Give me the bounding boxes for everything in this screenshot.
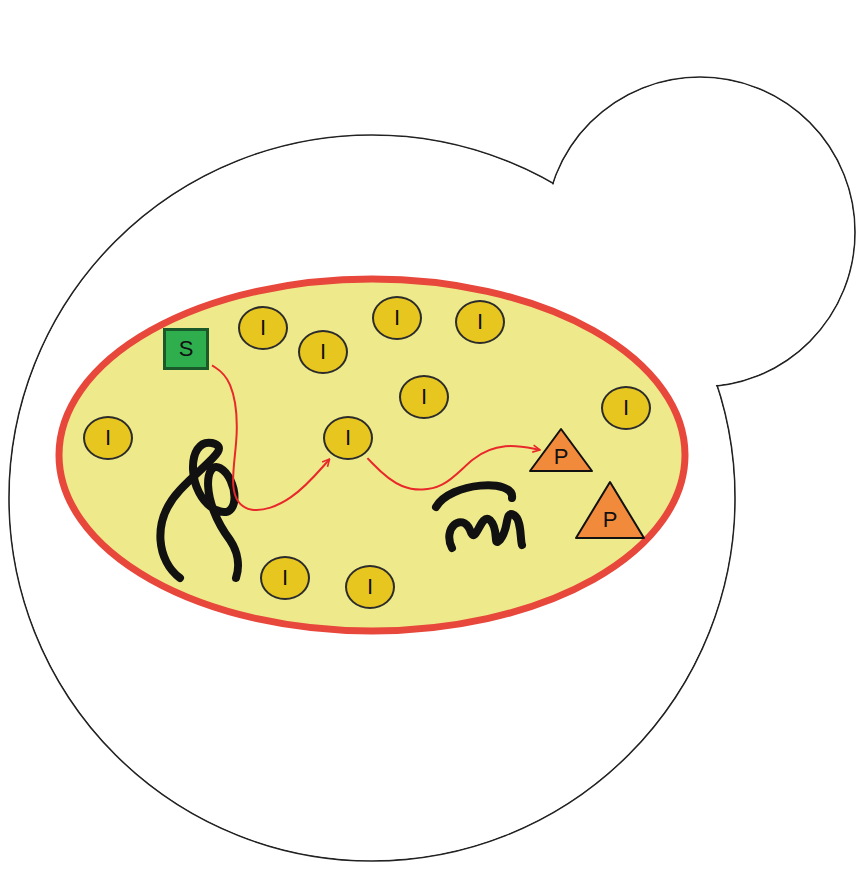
node-label: I <box>240 308 286 348</box>
node-label: I <box>603 388 649 428</box>
node-label: I <box>325 418 371 458</box>
node-label: P <box>575 481 645 534</box>
reaction-arrow <box>212 365 330 510</box>
node-label: S <box>166 331 206 367</box>
node-label: I <box>85 418 131 458</box>
intermediate-circle: I <box>399 375 449 419</box>
node-label: I <box>300 332 346 372</box>
triangle-shape <box>530 429 592 471</box>
triangle-shape <box>576 482 644 538</box>
intermediate-circle: I <box>323 416 373 460</box>
node-label: I <box>347 567 393 607</box>
substrate-square: S <box>163 328 209 370</box>
intermediate-circle: I <box>345 565 395 609</box>
intermediate-circle: I <box>372 296 422 340</box>
intermediate-circle: I <box>260 556 310 600</box>
intermediate-circle: I <box>298 330 348 374</box>
node-label: I <box>457 302 503 342</box>
product-triangle: P <box>529 428 593 472</box>
intermediate-circle: I <box>601 386 651 430</box>
node-label: P <box>529 428 593 468</box>
nucleus <box>59 279 685 631</box>
dna-strand <box>436 485 522 548</box>
dna-strand <box>160 443 238 578</box>
cell-outline <box>9 135 735 861</box>
intermediate-circle: I <box>238 306 288 350</box>
product-triangle: P <box>575 481 645 539</box>
intermediate-circle: I <box>83 416 133 460</box>
node-label: I <box>374 298 420 338</box>
reaction-arrow <box>367 446 540 490</box>
cell-fill <box>10 136 734 860</box>
node-label: I <box>401 377 447 417</box>
intermediate-circle: I <box>455 300 505 344</box>
node-label: I <box>262 558 308 598</box>
